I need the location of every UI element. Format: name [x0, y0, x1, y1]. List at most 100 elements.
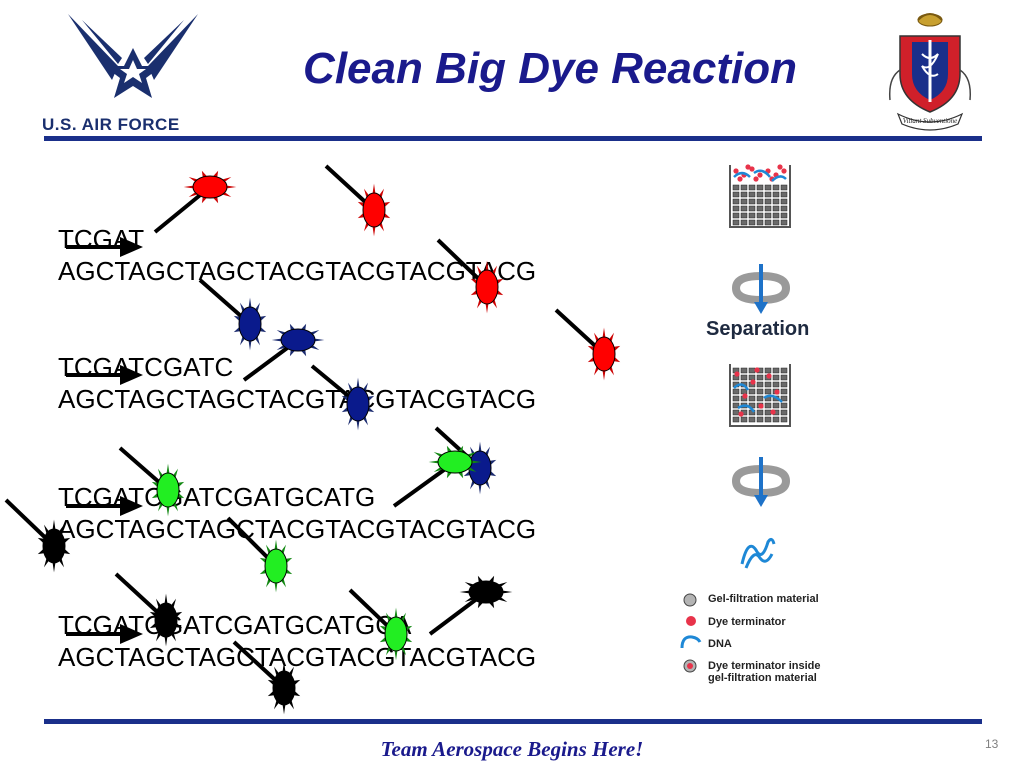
- dna-fragment: [771, 175, 787, 182]
- gel-column-icon: [729, 164, 791, 228]
- air-force-wings-icon: [68, 14, 198, 98]
- starburst-dye-icon: [267, 661, 301, 715]
- dye-body: [272, 670, 296, 706]
- starburst-dye-icon: [271, 323, 325, 357]
- gel-bead: [732, 212, 740, 219]
- dye-body: [592, 336, 616, 372]
- gel-bead: [748, 367, 756, 374]
- dye-particle: [766, 373, 772, 379]
- dye-particle: [734, 371, 740, 377]
- gel-bead: [748, 198, 756, 205]
- dye-body: [346, 386, 370, 422]
- starburst-dye-icon: [379, 607, 413, 661]
- gel-bead: [748, 395, 756, 402]
- gel-bead: [732, 184, 740, 191]
- dye-body: [156, 472, 180, 508]
- starburst-dye-icon: [183, 170, 237, 204]
- gel-bead: [756, 205, 764, 212]
- dna-fragment: [763, 394, 783, 403]
- gel-bead: [740, 184, 748, 191]
- gel-bead: [764, 402, 772, 409]
- gel-bead: [780, 212, 788, 219]
- gel-bead: [764, 367, 772, 374]
- gel-bead: [780, 395, 788, 402]
- dye-body: [264, 548, 288, 584]
- gel-bead: [772, 402, 780, 409]
- gel-bead: [780, 409, 788, 416]
- air-force-wordmark: U.S. AIR FORCE: [42, 115, 180, 134]
- gel-bead: [732, 395, 740, 402]
- starburst-dye-icon: [470, 260, 504, 314]
- starburst-dye-icon: [233, 297, 267, 351]
- gel-bead: [732, 388, 740, 395]
- gel-bead: [780, 402, 788, 409]
- gel-bead: [772, 212, 780, 219]
- dye-particle: [770, 409, 776, 415]
- gel-bead: [764, 219, 772, 226]
- gel-bead: [740, 416, 748, 423]
- gel-bead: [756, 212, 764, 219]
- gel-filtration-swatch-icon: [683, 593, 697, 607]
- gel-bead: [756, 381, 764, 388]
- page-number: 13: [985, 737, 999, 751]
- dye-in-gel-swatch-icon: [683, 659, 697, 673]
- dye-body: [238, 306, 262, 342]
- gel-bead: [772, 367, 780, 374]
- starburst-dye-icon: [151, 463, 185, 517]
- starburst-dye-icon: [259, 539, 293, 593]
- primer-arrow-1: [66, 236, 143, 258]
- template-sequence-1: AGCTAGCTAGCTACGTACGTACGTACG: [58, 256, 537, 286]
- footer-slogan: Team Aerospace Begins Here!: [380, 737, 644, 761]
- starburst-dye-icon: [357, 183, 391, 237]
- header-rule: [44, 136, 982, 141]
- dye-particle: [758, 403, 764, 409]
- dye-body: [154, 602, 178, 638]
- gel-bead: [740, 191, 748, 198]
- gel-bead: [764, 191, 772, 198]
- primer-arrow-4: [66, 623, 143, 645]
- gel-bead: [756, 374, 764, 381]
- gel-bead: [764, 198, 772, 205]
- dye-particle: [733, 168, 739, 174]
- dna-fragment: [733, 383, 750, 391]
- dna-swatch-icon: [680, 635, 702, 649]
- dye-body: [192, 175, 228, 199]
- legend-label-dye-in-gel: Dye terminator inside gel-filtration mat…: [708, 660, 821, 685]
- gel-bead: [780, 381, 788, 388]
- gel-bead: [772, 416, 780, 423]
- dye-particle: [777, 164, 783, 170]
- gel-bead: [740, 374, 748, 381]
- gel-bead: [740, 219, 748, 226]
- gel-bead: [732, 205, 740, 212]
- gel-bead: [772, 184, 780, 191]
- gel-bead: [780, 416, 788, 423]
- gel-bead: [764, 381, 772, 388]
- dye-body: [437, 450, 473, 474]
- centrifuge-spin-icon: [732, 457, 791, 507]
- footer-rule: [44, 719, 982, 724]
- gel-bead: [756, 409, 764, 416]
- gel-bead: [772, 205, 780, 212]
- gel-bead: [740, 367, 748, 374]
- gel-bead: [732, 416, 740, 423]
- dna-fragment: [733, 171, 751, 178]
- dye-body: [468, 450, 492, 486]
- gel-bead: [764, 416, 772, 423]
- separation-label: Separation: [706, 318, 810, 340]
- gel-bead: [780, 205, 788, 212]
- gel-column-icon: [729, 364, 791, 427]
- gel-bead: [780, 198, 788, 205]
- centrifuge-spin-icon: [732, 264, 791, 314]
- gel-bead: [748, 374, 756, 381]
- gel-bead: [772, 381, 780, 388]
- dye-body: [384, 616, 408, 652]
- gel-bead: [748, 219, 756, 226]
- starburst-dye-icon: [428, 445, 482, 479]
- gel-bead: [740, 388, 748, 395]
- template-sequence-2: AGCTAGCTAGCTACGTACGTACGTACG: [58, 384, 537, 414]
- gel-bead: [756, 191, 764, 198]
- legend-label-dye: Dye terminator: [708, 616, 786, 628]
- dye-terminator-swatch-icon: [686, 616, 696, 626]
- medical-corps-seal-icon: Vitiant Subventione: [888, 13, 972, 131]
